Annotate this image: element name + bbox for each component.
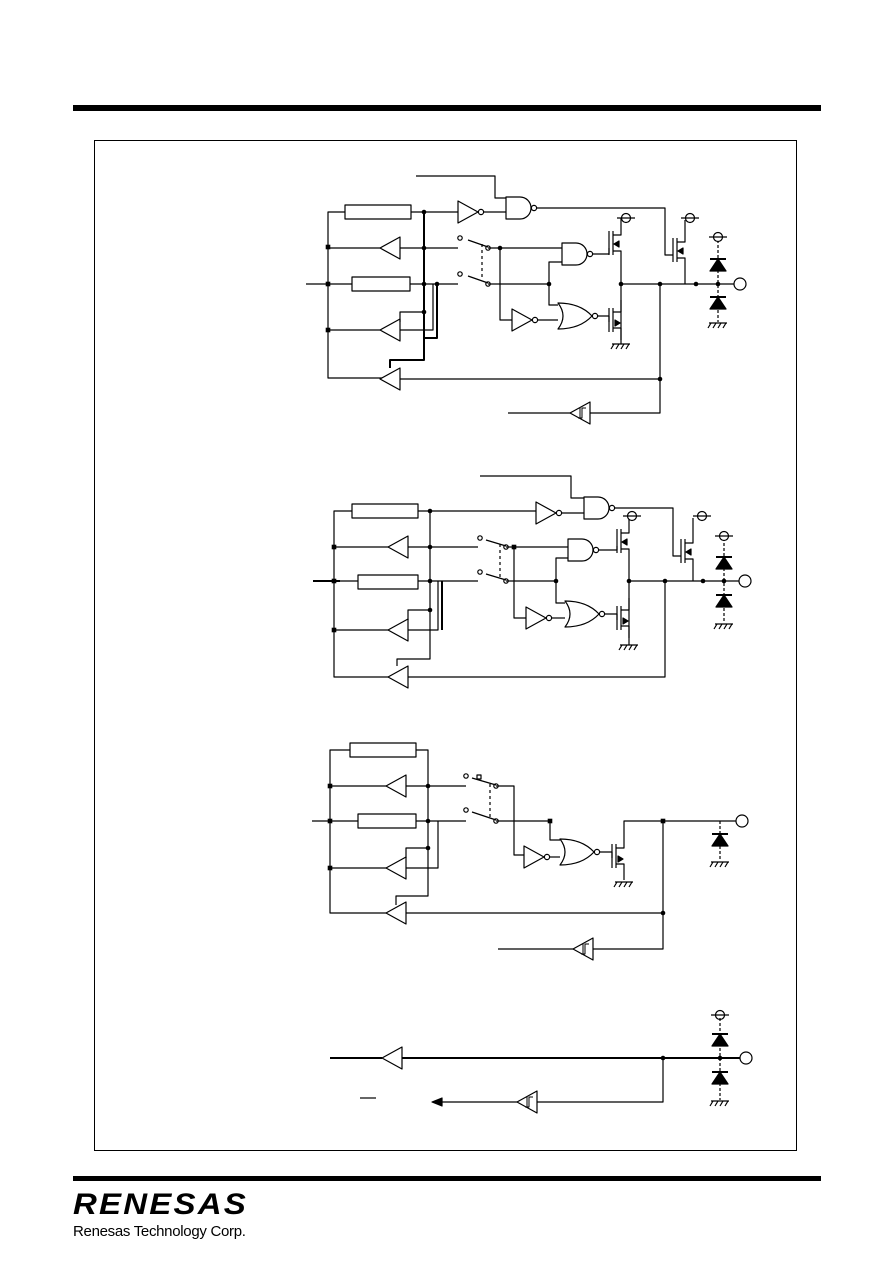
circuit-4 [330, 1009, 753, 1114]
circuit-3 [312, 742, 749, 961]
company-name: Renesas Technology Corp. [73, 1223, 246, 1240]
footer-rule [73, 1176, 821, 1181]
header-rule [73, 105, 821, 111]
circuit-2 [313, 475, 752, 689]
diagram-frame [94, 140, 797, 1151]
circuit-1 [306, 175, 747, 425]
brand-wordmark: RENESAS [73, 1188, 248, 1221]
renesas-logo: RENESAS Renesas Technology Corp. [73, 1190, 273, 1250]
